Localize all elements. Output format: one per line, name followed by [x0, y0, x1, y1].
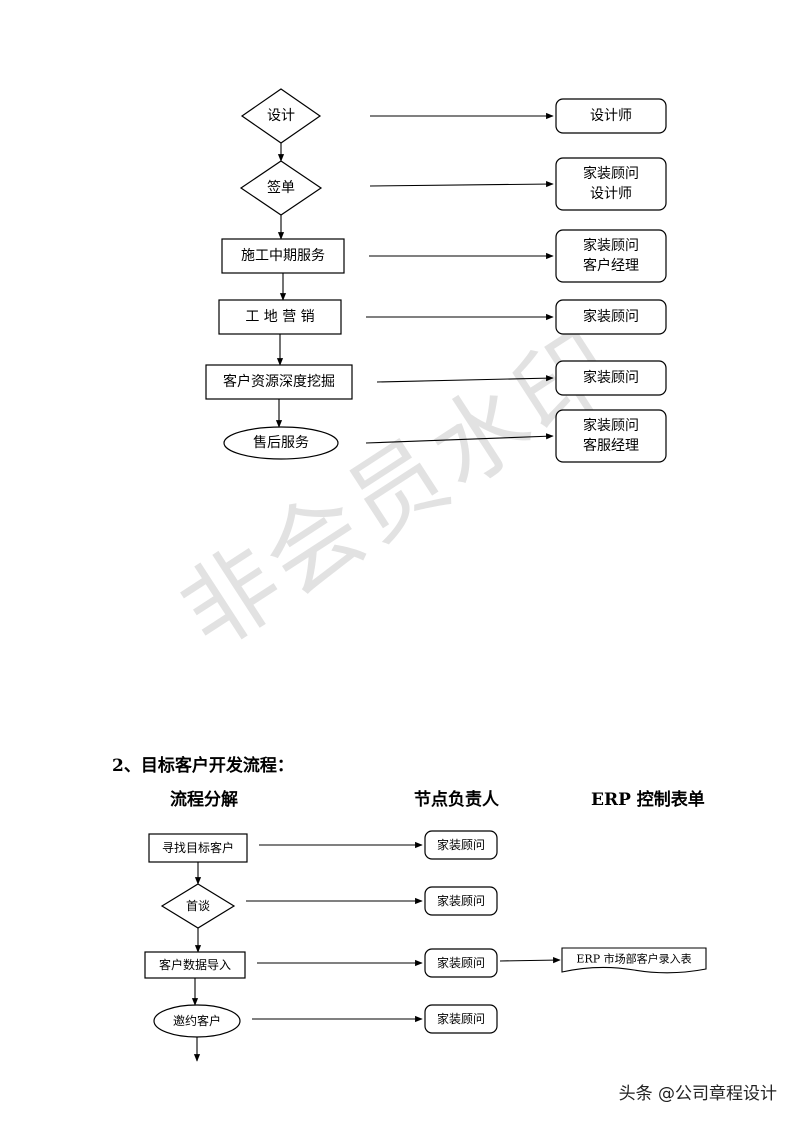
flow1-step-3 [221, 238, 345, 274]
flow1-responsible-label: 设计师 [590, 186, 632, 202]
flow1-step-label: 施工中期服务 [241, 248, 325, 264]
flow1-horizontal-arrow [365, 433, 554, 444]
flow2-step-label: 寻找目标客户 [162, 840, 234, 855]
flow1-step-label: 客户资源深度挖掘 [223, 373, 335, 390]
flow1-step-5 [205, 364, 353, 400]
column-owner-header: 节点负责人 [414, 790, 499, 810]
section2-title: 2、目标客户开发流程： [112, 756, 294, 776]
flow2-step-label: 首谈 [186, 899, 210, 913]
flow1-responsible-box [555, 229, 667, 283]
footer-attribution: 头条 @公司章程设计 [618, 1084, 777, 1104]
flow1-step-label: 工 地 营 销 [245, 309, 314, 325]
flow1-responsible-label: 客户经理 [583, 257, 639, 274]
flow2-responsible-box [424, 1004, 498, 1034]
flow2-responsible-box [424, 886, 498, 916]
flow2-responsible-label: 家装顾问 [437, 1011, 485, 1026]
flow1-responsible-label: 家装顾问 [583, 369, 639, 386]
flow1-responsible-label: 家装顾问 [583, 308, 639, 325]
flow1-horizontal-arrow [376, 375, 554, 383]
flow1-responsible-label: 家装顾问 [583, 165, 639, 182]
column-process-header: 流程分解 [170, 790, 238, 810]
flow2-step-label: 邀约客户 [173, 1013, 221, 1028]
flow1-step-label: 签单 [267, 179, 295, 196]
flow1-step-label: 售后服务 [253, 435, 309, 451]
flow2-step-1 [148, 833, 248, 863]
flow1-responsible-label: 设计师 [590, 108, 632, 124]
flow1-responsible-box [555, 299, 667, 335]
flow1-responsible-box [555, 98, 667, 134]
column-erp-header: ERP 控制表单 [591, 790, 705, 810]
flow1-horizontal-arrow [369, 180, 554, 188]
flow2-step-label: 客户数据导入 [159, 957, 231, 972]
flow1-step-label: 设计 [267, 108, 295, 124]
flow2-step-3 [144, 951, 246, 979]
flow2-erp-form-box [561, 947, 707, 974]
flow1-responsible-label: 家装顾问 [583, 417, 639, 434]
flow2-responsible-label: 家装顾问 [437, 955, 485, 970]
flow2-erp-form-label: ERP 市场部客户录入表 [576, 952, 691, 966]
flow1-responsible-box [555, 360, 667, 396]
flow2-erp-arrow [499, 957, 561, 964]
flow2-responsible-label: 家装顾问 [437, 837, 485, 852]
flow1-diagram: 设计设计师签单家装顾问设计师施工中期服务家装顾问客户经理工 地 营 销家装顾问客… [205, 88, 667, 463]
flow1-responsible-box [555, 409, 667, 463]
flow1-responsible-label: 家装顾问 [583, 237, 639, 254]
flow2-responsible-label: 家装顾问 [437, 893, 485, 908]
flow1-responsible-box [555, 157, 667, 211]
flow1-step-6 [223, 426, 339, 460]
flow1-step-4 [218, 299, 342, 335]
flow2-responsible-box [424, 948, 498, 978]
flow2-responsible-box [424, 830, 498, 860]
flow1-responsible-label: 客服经理 [583, 437, 639, 454]
